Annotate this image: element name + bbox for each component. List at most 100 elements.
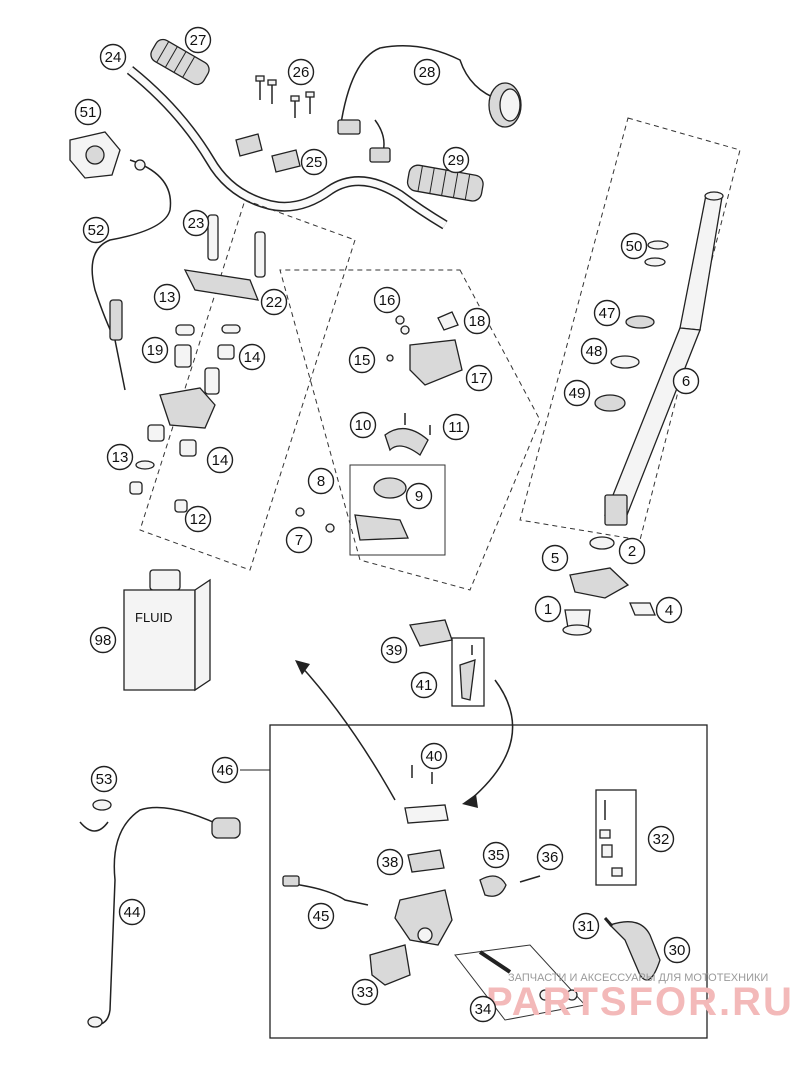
- steering-stem-group: [519, 117, 741, 541]
- callout-40: 40: [420, 742, 448, 770]
- callout-32: 32: [647, 825, 675, 853]
- watermark: ЗАПЧАСТИ И АКСЕССУАРЫ ДЛЯ МОТОТЕХНИКИ PA…: [486, 972, 794, 1024]
- callout-4: 4: [655, 596, 683, 624]
- callout-number: 32: [653, 831, 670, 848]
- callout-number: 9: [415, 488, 423, 505]
- callout-number: 35: [488, 847, 505, 864]
- callout-12: 12: [184, 505, 212, 533]
- callout-number: 40: [426, 748, 443, 765]
- callout-50: 50: [620, 232, 648, 260]
- callout-34: 34: [469, 995, 497, 1023]
- callout-6: 6: [672, 367, 700, 395]
- callout-number: 30: [669, 942, 686, 959]
- callout-number: 17: [471, 370, 488, 387]
- callout-26: 26: [287, 58, 315, 86]
- callout-98: 98: [89, 626, 117, 654]
- lower-clamp-group: [562, 536, 656, 636]
- callout-number: 7: [295, 532, 303, 549]
- callout-29: 29: [442, 146, 470, 174]
- callout-30: 30: [663, 936, 691, 964]
- callout-38: 38: [376, 848, 404, 876]
- callout-number: 51: [80, 104, 97, 121]
- callout-number: 2: [628, 543, 636, 560]
- callout-52: 52: [82, 216, 110, 244]
- callout-number: 29: [448, 152, 465, 169]
- fluid-container: FLUID: [123, 569, 211, 692]
- callout-23: 23: [182, 209, 210, 237]
- callout-number: 44: [124, 904, 141, 921]
- callout-14: 14: [206, 446, 234, 474]
- callout-number: 4: [665, 602, 673, 619]
- callout-27: 27: [184, 26, 212, 54]
- callout-24: 24: [99, 43, 127, 71]
- callout-number: 13: [112, 449, 129, 466]
- brake-assembly-box: [240, 724, 708, 1039]
- callout-number: 14: [212, 452, 229, 469]
- callout-number: 18: [469, 313, 486, 330]
- callout-number: 39: [386, 642, 403, 659]
- callout-number: 36: [542, 849, 559, 866]
- callout-48: 48: [580, 337, 608, 365]
- callout-number: 52: [88, 222, 105, 239]
- hose-group: [79, 799, 241, 1028]
- callout-17: 17: [465, 364, 493, 392]
- callout-number: 41: [416, 677, 433, 694]
- callout-44: 44: [118, 898, 146, 926]
- callout-1: 1: [534, 595, 562, 623]
- callout-number: 14: [244, 349, 261, 366]
- callout-number: 28: [419, 64, 436, 81]
- callout-number: 12: [190, 511, 207, 528]
- callout-number: 23: [188, 215, 205, 232]
- callout-8: 8: [307, 467, 335, 495]
- callout-number: 27: [190, 32, 207, 49]
- callout-41: 41: [410, 671, 438, 699]
- callout-number: 33: [357, 984, 374, 1001]
- callout-number: 31: [578, 918, 595, 935]
- callout-number: 5: [551, 550, 559, 567]
- callout-number: 38: [382, 854, 399, 871]
- callout-number: 16: [379, 292, 396, 309]
- callout-number: 10: [355, 417, 372, 434]
- callout-39: 39: [380, 636, 408, 664]
- callout-number: 45: [313, 908, 330, 925]
- callout-49: 49: [563, 379, 591, 407]
- callout-47: 47: [593, 299, 621, 327]
- callout-11: 11: [442, 413, 470, 441]
- callout-number: 26: [293, 64, 310, 81]
- callout-25: 25: [300, 148, 328, 176]
- callout-51: 51: [74, 98, 102, 126]
- callout-number: 98: [95, 632, 112, 649]
- top-clamp-group: [279, 269, 541, 591]
- callout-number: 49: [569, 385, 586, 402]
- callout-number: 15: [354, 352, 371, 369]
- callout-9: 9: [405, 482, 433, 510]
- callout-number: 34: [475, 1001, 492, 1018]
- callout-31: 31: [572, 912, 600, 940]
- clamp-assembly-group: [129, 199, 356, 571]
- callout-number: 25: [306, 154, 323, 171]
- callout-number: 24: [105, 49, 122, 66]
- callout-7: 7: [285, 526, 313, 554]
- callout-number: 48: [586, 343, 603, 360]
- callout-35: 35: [482, 841, 510, 869]
- fluid-label: FLUID: [135, 610, 173, 625]
- callout-number: 13: [159, 289, 176, 306]
- callout-number: 50: [626, 238, 643, 255]
- swap-arrows: [295, 660, 514, 808]
- callout-number: 11: [448, 419, 464, 436]
- callout-53: 53: [90, 765, 118, 793]
- callout-number: 47: [599, 305, 616, 322]
- callout-number: 22: [266, 294, 283, 311]
- callout-number: 46: [217, 762, 234, 779]
- watermark-subtitle: ЗАПЧАСТИ И АКСЕССУАРЫ ДЛЯ МОТОТЕХНИКИ: [508, 972, 768, 984]
- callout-22: 22: [260, 288, 288, 316]
- callout-2: 2: [618, 537, 646, 565]
- callout-16: 16: [373, 286, 401, 314]
- callout-10: 10: [349, 411, 377, 439]
- reservoir-parts-group: [409, 619, 485, 707]
- watermark-brand: PARTSFOR.RU: [486, 980, 794, 1024]
- callout-number: 19: [147, 342, 164, 359]
- callout-13: 13: [106, 443, 134, 471]
